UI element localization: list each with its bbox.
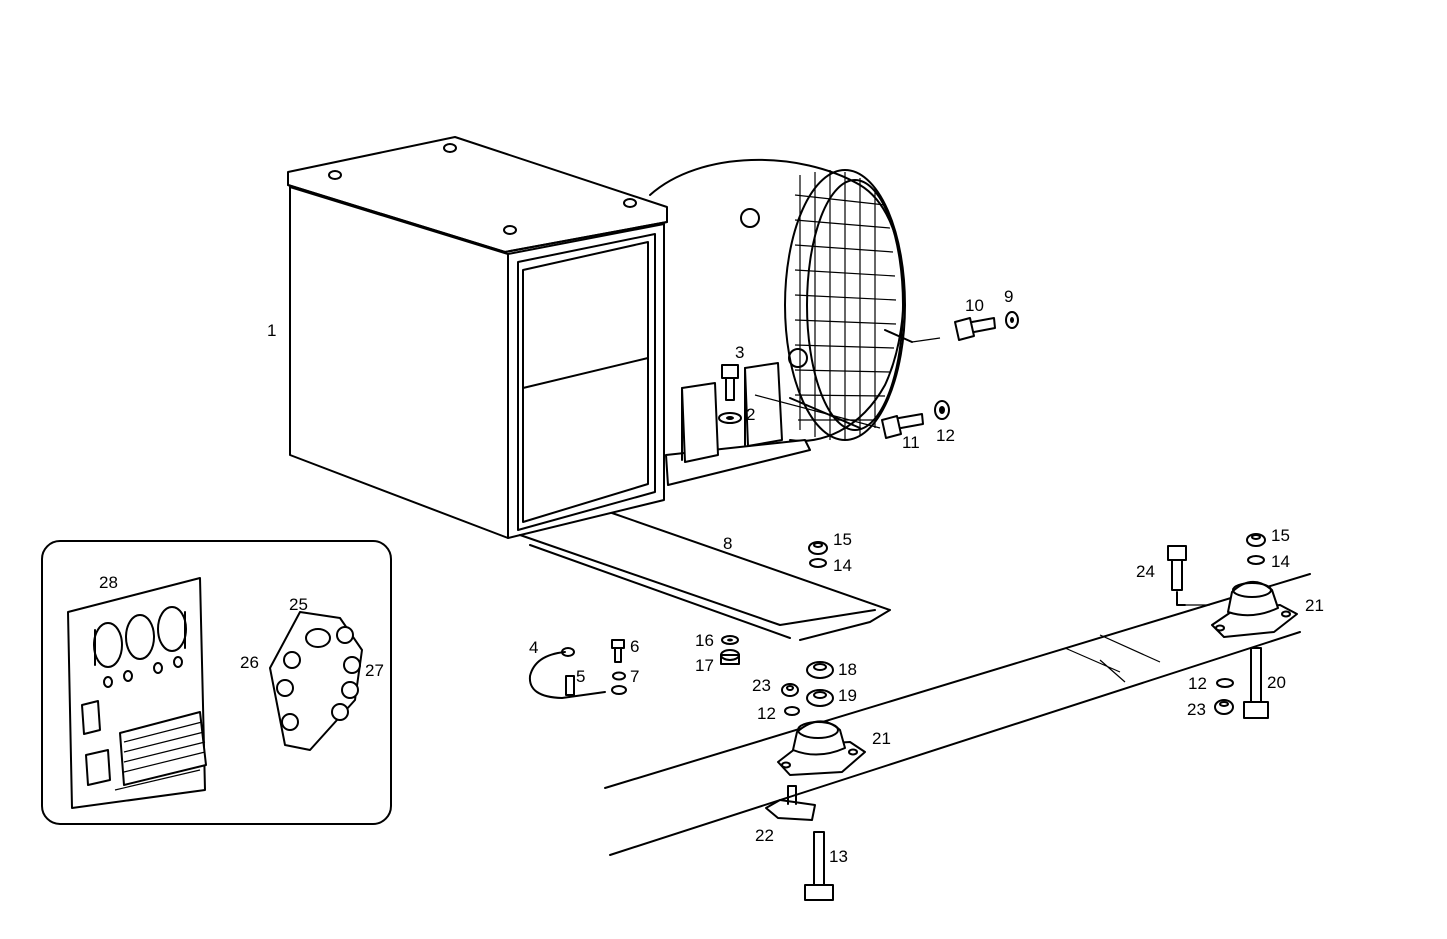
callout-20: 20 xyxy=(1267,673,1286,692)
callout-19: 19 xyxy=(838,686,857,705)
callout-17: 17 xyxy=(695,656,714,675)
nut-17-icon xyxy=(720,649,740,665)
screw-6-icon xyxy=(611,639,625,663)
washer-2-icon xyxy=(718,412,742,424)
callout-12c: 12 xyxy=(1188,674,1207,693)
callout-21a: 21 xyxy=(872,729,891,748)
callout-7: 7 xyxy=(630,667,639,686)
rubber-mount-21b-icon xyxy=(1211,581,1298,638)
washer-14-icon xyxy=(809,558,827,568)
callout-23a: 23 xyxy=(752,676,771,695)
callout-4: 4 xyxy=(529,638,538,657)
callout-24: 24 xyxy=(1136,562,1155,581)
callout-28: 28 xyxy=(99,573,118,592)
callout-21b: 21 xyxy=(1305,596,1324,615)
callout-12b: 12 xyxy=(757,704,776,723)
washer-12b-icon xyxy=(784,706,800,716)
washer-16-icon xyxy=(721,635,739,645)
nut-23-icon xyxy=(781,683,799,697)
nut-15-icon xyxy=(808,541,828,555)
alternator-assembly xyxy=(287,136,913,641)
callout-3: 3 xyxy=(735,343,744,362)
callout-16: 16 xyxy=(695,631,714,650)
plate-22-icon xyxy=(765,785,816,821)
rubber-mount-21-icon xyxy=(777,720,866,776)
callout-27: 27 xyxy=(365,661,384,680)
callout-15b: 15 xyxy=(1271,526,1290,545)
frame-rails xyxy=(604,573,1311,856)
spacer-19-icon xyxy=(806,689,834,707)
callout-9: 9 xyxy=(1004,287,1013,306)
callout-23b: 23 xyxy=(1187,700,1206,719)
spacer-18-icon xyxy=(806,661,834,679)
callout-labels: 1 2 3 4 5 6 7 8 9 10 11 12 12 12 13 14 1… xyxy=(99,287,1324,866)
callout-18: 18 xyxy=(838,660,857,679)
callout-26: 26 xyxy=(240,653,259,672)
callout-14a: 14 xyxy=(833,556,852,575)
stud-20-icon xyxy=(1243,647,1269,719)
callout-6: 6 xyxy=(630,637,639,656)
callout-25: 25 xyxy=(289,595,308,614)
callout-12a: 12 xyxy=(936,426,955,445)
screw-5-icon xyxy=(565,675,575,696)
washer-7-icon xyxy=(612,671,626,681)
bolt-3-icon xyxy=(721,364,739,401)
callout-22: 22 xyxy=(755,826,774,845)
bolt-13-icon xyxy=(804,831,834,901)
callout-10: 10 xyxy=(965,296,984,315)
washer-12c-icon xyxy=(1216,678,1234,688)
inset-panel xyxy=(41,540,392,825)
callout-1: 1 xyxy=(267,321,276,340)
washer-12-icon xyxy=(934,400,950,420)
bolt-11-icon xyxy=(881,413,924,439)
nut-15b-icon xyxy=(1246,533,1266,547)
callout-5: 5 xyxy=(576,667,585,686)
washer-9-icon xyxy=(1005,311,1019,329)
callout-2: 2 xyxy=(746,405,755,424)
bolt-24-icon xyxy=(1167,545,1187,606)
leader-lines xyxy=(754,337,1210,606)
callout-15a: 15 xyxy=(833,530,852,549)
regulator-board-28-icon xyxy=(67,577,207,809)
rectifier-plate-25-icon xyxy=(269,611,363,751)
ground-cable-4-icon xyxy=(528,647,627,699)
bolt-10-icon xyxy=(954,317,996,341)
callout-11: 11 xyxy=(902,433,920,452)
callout-14b: 14 xyxy=(1271,552,1290,571)
nut-23b-icon xyxy=(1214,699,1234,715)
washer-14b-icon xyxy=(1247,555,1265,565)
callout-13: 13 xyxy=(829,847,848,866)
callout-8: 8 xyxy=(723,534,732,553)
